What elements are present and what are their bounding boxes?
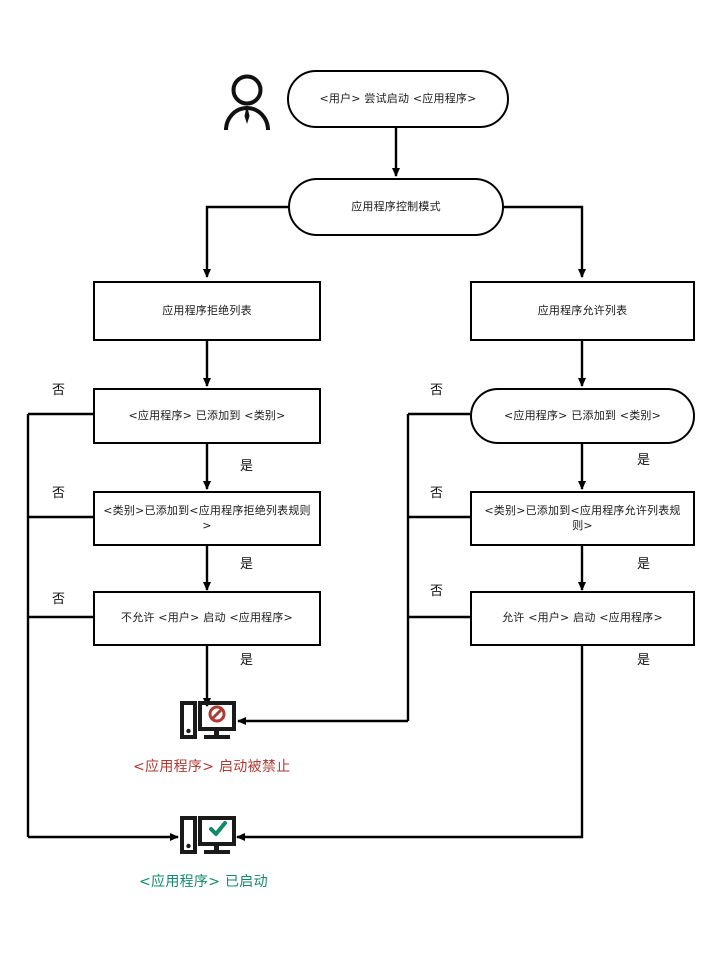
node-deny-rule-check-label: <类别>已添加到<应用程序拒绝列表规则> bbox=[103, 503, 311, 532]
node-denylist-label: 应用程序拒绝列表 bbox=[162, 303, 252, 317]
node-control-mode[interactable]: 应用程序控制模式 bbox=[288, 178, 504, 236]
edge-label-left-no-3: 否 bbox=[52, 592, 66, 607]
edge-label-left-yes-1: 是 bbox=[240, 459, 254, 474]
node-allowlist-label: 应用程序允许列表 bbox=[537, 303, 628, 317]
node-start[interactable]: <用户> 尝试启动 <应用程序> bbox=[287, 70, 509, 128]
edge-label-right-no-1: 否 bbox=[430, 383, 444, 398]
node-start-label: <用户> 尝试启动 <应用程序> bbox=[319, 91, 477, 105]
node-allowlist[interactable]: 应用程序允许列表 bbox=[470, 281, 695, 341]
monitor-blocked-icon bbox=[180, 700, 236, 750]
edge-label-right-no-3: 否 bbox=[430, 584, 444, 599]
node-allow-action[interactable]: 允许 <用户> 启动 <应用程序> bbox=[470, 591, 695, 646]
outcome-allowed-label: <应用程序> 已启动 bbox=[139, 874, 268, 890]
node-deny-rule-check[interactable]: <类别>已添加到<应用程序拒绝列表规则> bbox=[93, 491, 321, 546]
node-allow-rule-check[interactable]: <类别>已添加到<应用程序允许列表规则> bbox=[470, 491, 695, 546]
edge-label-right-yes-1: 是 bbox=[637, 453, 651, 468]
node-allow-category-check[interactable]: <应用程序> 已添加到 <类别> bbox=[470, 388, 695, 444]
edge-label-left-no-2: 否 bbox=[52, 486, 66, 501]
user-icon bbox=[222, 72, 272, 134]
node-deny-action-label: 不允许 <用户> 启动 <应用程序> bbox=[121, 611, 293, 625]
node-control-mode-label: 应用程序控制模式 bbox=[351, 199, 441, 213]
node-allow-rule-check-label: <类别>已添加到<应用程序允许列表规则> bbox=[484, 503, 681, 532]
node-deny-category-check[interactable]: <应用程序> 已添加到 <类别> bbox=[93, 388, 321, 444]
node-allow-category-check-label: <应用程序> 已添加到 <类别> bbox=[503, 408, 662, 422]
node-denylist[interactable]: 应用程序拒绝列表 bbox=[93, 281, 321, 341]
node-allow-action-label: 允许 <用户> 启动 <应用程序> bbox=[502, 611, 663, 625]
edge-label-left-yes-2: 是 bbox=[240, 557, 254, 572]
node-deny-action[interactable]: 不允许 <用户> 启动 <应用程序> bbox=[93, 591, 321, 646]
monitor-check-icon bbox=[180, 815, 236, 865]
node-deny-category-check-label: <应用程序> 已添加到 <类别> bbox=[128, 408, 286, 422]
edge-label-left-no-1: 否 bbox=[52, 383, 66, 398]
edge-label-right-yes-3: 是 bbox=[637, 653, 651, 668]
outcome-denied-label: <应用程序> 启动被禁止 bbox=[133, 759, 291, 775]
edge-label-left-yes-3: 是 bbox=[240, 653, 254, 668]
edge-label-right-yes-2: 是 bbox=[637, 557, 651, 572]
edge-label-right-no-2: 否 bbox=[430, 486, 444, 501]
